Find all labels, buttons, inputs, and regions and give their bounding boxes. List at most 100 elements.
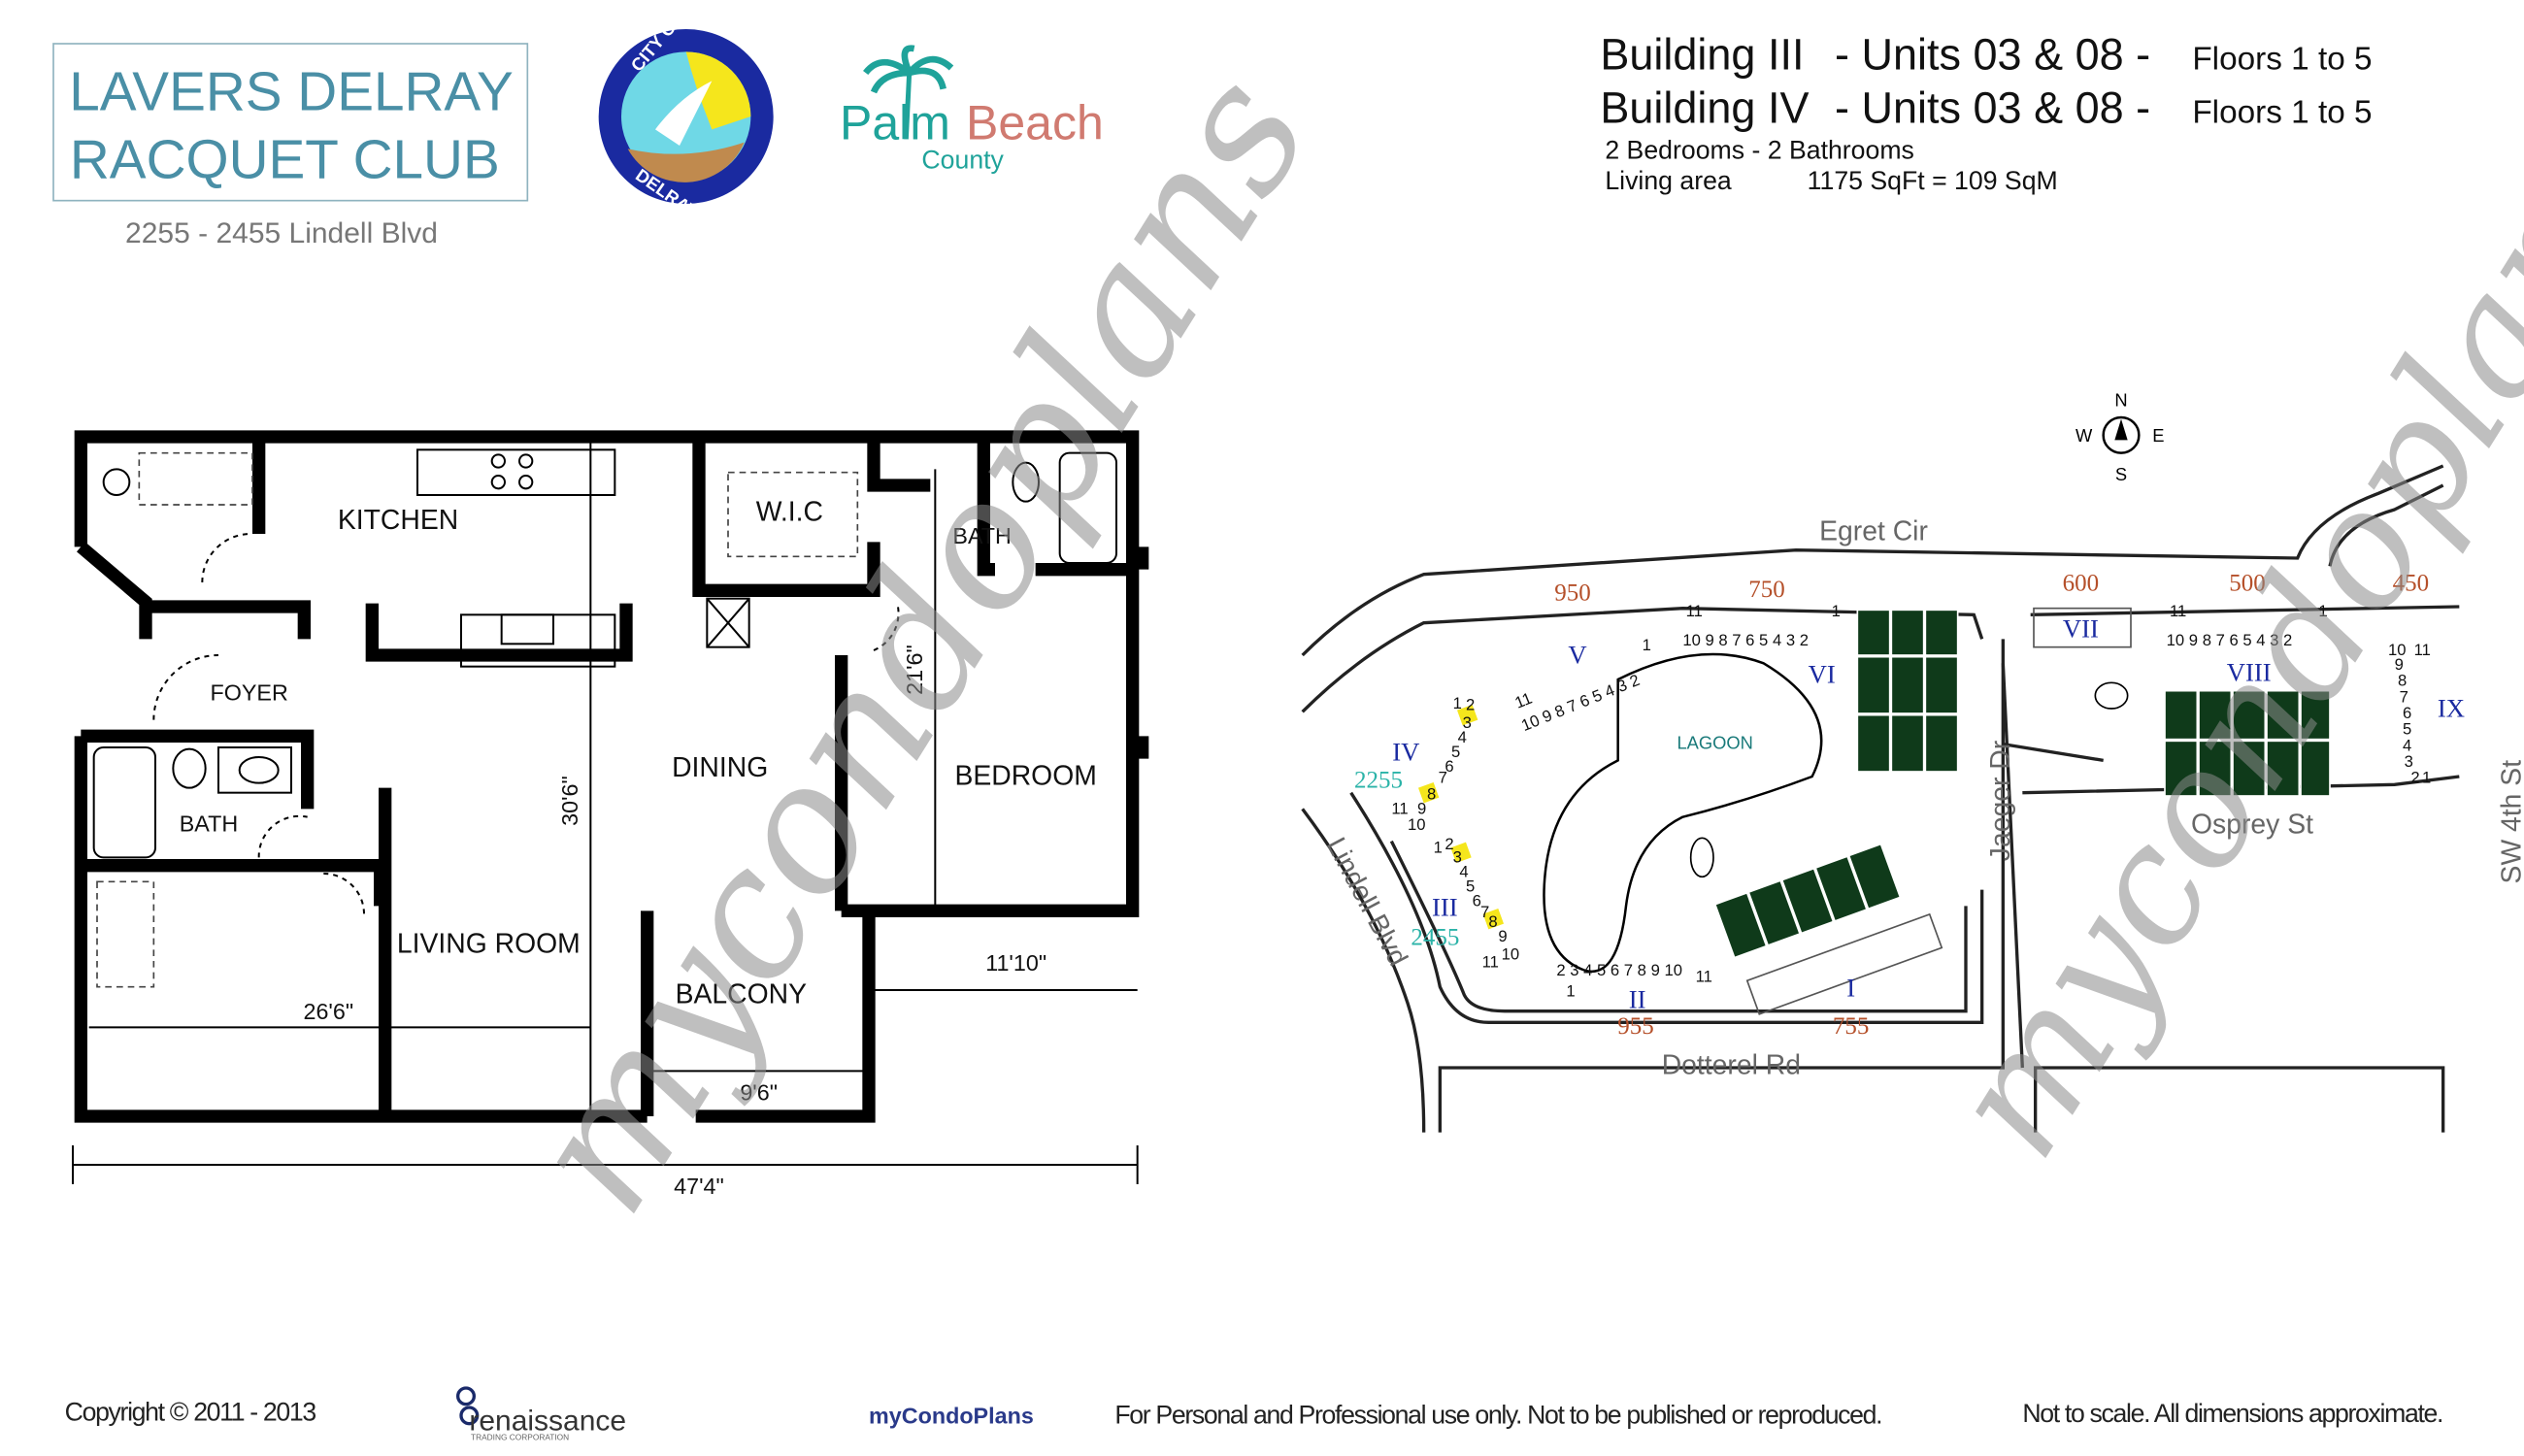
beach-word: Beach [966, 95, 1104, 149]
units-iv: 1 2 3 4 5 6 7 8 9 10 11 [1391, 694, 1475, 834]
title-building-iii: Building III [1600, 30, 1804, 80]
lagoon-shape [1543, 652, 1823, 974]
room-living: LIVING ROOM [397, 929, 581, 960]
building-ix-label: IX [2438, 693, 2465, 722]
site-map: N W E S LAGOON [1301, 389, 2524, 1133]
units-iii: 1 2 3 4 5 6 7 8 9 10 11 [1434, 835, 1520, 972]
svg-text:E: E [2152, 425, 2164, 446]
renaissance-logo: renaissance TRADING CORPORATION [456, 1386, 626, 1441]
address-500: 500 [2229, 570, 2266, 596]
copyright: Copyright © 2011 - 2013 [65, 1397, 316, 1426]
svg-text:TRADING CORPORATION: TRADING CORPORATION [471, 1432, 569, 1441]
tennis-courts [1713, 609, 2331, 1015]
lagoon-label: LAGOON [1677, 733, 1752, 753]
pond-shape [1689, 837, 1714, 878]
palm-beach-county-logo: Palm Beach County [840, 45, 1104, 174]
svg-text:6: 6 [1445, 757, 1453, 776]
svg-text:10: 10 [1408, 815, 1426, 834]
svg-text:9: 9 [2395, 655, 2404, 674]
room-foyer: FOYER [210, 680, 287, 706]
room-dining: DINING [672, 752, 768, 783]
club-address: 2255 - 2455 Lindell Blvd [125, 217, 438, 249]
svg-text:3: 3 [2405, 752, 2413, 771]
mycondoplans-logo: myCondoPlans [869, 1404, 1034, 1429]
svg-text:W: W [2076, 425, 2093, 446]
club-name-line2: RACQUET CLUB [70, 129, 500, 190]
svg-text:8: 8 [2398, 672, 2407, 690]
svg-text:1: 1 [2422, 769, 2431, 787]
svg-text:10: 10 [1502, 944, 1520, 963]
street-osprey-st: Osprey St [2191, 809, 2313, 840]
title-floors-iii: Floors 1 to 5 [2192, 42, 2372, 78]
room-guest-bath: BATH [180, 811, 239, 837]
address-755: 755 [1833, 1013, 1870, 1040]
scale-note: Not to scale. All dimensions approximate… [2022, 1399, 2442, 1428]
svg-text:6: 6 [2403, 704, 2411, 722]
unit-highlight [1482, 908, 1505, 930]
street-number-2455: 2455 [1411, 924, 1459, 950]
address-955: 955 [1617, 1013, 1654, 1040]
svg-text:S: S [2115, 464, 2127, 484]
street-jaeger-dr: Jaeger Dr [1985, 741, 2016, 861]
units-viii: 10 9 8 7 6 5 4 3 2 [2167, 631, 2293, 649]
dim-total-width: 47'4" [674, 1174, 724, 1199]
street-lindell-blvd: Lindell Blvd [1320, 833, 1413, 972]
svg-text:9: 9 [1498, 927, 1507, 945]
building-vi-label: VI [1809, 659, 1836, 688]
svg-text:7: 7 [1480, 903, 1489, 921]
units-ii: 2 3 4 5 6 7 8 9 10 [1556, 961, 1682, 979]
room-balcony: BALCONY [676, 978, 807, 1009]
room-wic: W.I.C [756, 497, 823, 528]
svg-text:3: 3 [1463, 713, 1472, 732]
svg-text:renaissance: renaissance [469, 1405, 626, 1437]
unit-highlight [1456, 704, 1478, 726]
building-v-label: V [1568, 640, 1586, 669]
building-iii-label: III [1432, 892, 1458, 921]
dim-living-width: 26'6" [303, 999, 353, 1024]
svg-text:5: 5 [1466, 877, 1475, 895]
floor-plan: KITCHEN W.I.C BATH FOYER DINING BEDROOM … [72, 430, 1149, 1199]
svg-text:11: 11 [1696, 968, 1712, 986]
svg-text:2: 2 [2410, 769, 2419, 787]
street-sw-4th-st: SW 4th St [2497, 760, 2524, 884]
street-egret-cir: Egret Cir [1819, 516, 1928, 547]
svg-text:1: 1 [1643, 636, 1651, 654]
units-v: 10 9 8 7 6 5 4 3 2 [1518, 671, 1642, 735]
svg-text:11: 11 [2414, 641, 2431, 659]
svg-text:4: 4 [1458, 728, 1467, 746]
room-bedroom: BEDROOM [954, 760, 1096, 791]
dim-living-depth: 30'6" [557, 776, 582, 826]
club-name-line1: LAVERS DELRAY [69, 61, 514, 122]
building-viii-label: VIII [2227, 658, 2272, 687]
address-950: 950 [1554, 579, 1591, 606]
svg-text:2: 2 [1445, 835, 1453, 853]
living-area-value: 1175 SqFt = 109 SqM [1808, 166, 2058, 195]
dim-balcony-width: 9'6" [740, 1079, 778, 1105]
svg-text:7: 7 [1439, 769, 1447, 787]
svg-text:2: 2 [1466, 696, 1475, 714]
svg-text:1: 1 [2318, 602, 2327, 620]
room-master-bath: BATH [952, 523, 1012, 548]
svg-text:N: N [2114, 389, 2127, 410]
palm-tree-icon [903, 72, 913, 140]
svg-text:11: 11 [1686, 602, 1703, 620]
unit-highlight [1417, 781, 1440, 804]
county-word: County [921, 145, 1004, 174]
footer: Copyright © 2011 - 2013 renaissance TRAD… [65, 1386, 2443, 1441]
title-units-iii: - Units 03 & 08 - [1835, 30, 2150, 80]
svg-text:11: 11 [1512, 689, 1535, 712]
compass-icon: N W E S [2076, 389, 2164, 484]
svg-text:11: 11 [1391, 799, 1408, 817]
svg-text:1: 1 [1832, 602, 1841, 620]
svg-text:4: 4 [1459, 862, 1468, 880]
svg-text:11: 11 [1482, 953, 1499, 972]
title-block: Building III - Units 03 & 08 - Floors 1 … [1600, 30, 2372, 195]
svg-text:11: 11 [2170, 602, 2186, 620]
svg-text:8: 8 [1427, 784, 1436, 803]
svg-text:1: 1 [1566, 982, 1575, 1001]
palm-word: Palm [840, 95, 950, 149]
svg-text:5: 5 [1451, 743, 1460, 761]
rooms-summary: 2 Bedrooms - 2 Bathrooms [1605, 135, 1914, 164]
building-ii-label: II [1629, 984, 1646, 1013]
